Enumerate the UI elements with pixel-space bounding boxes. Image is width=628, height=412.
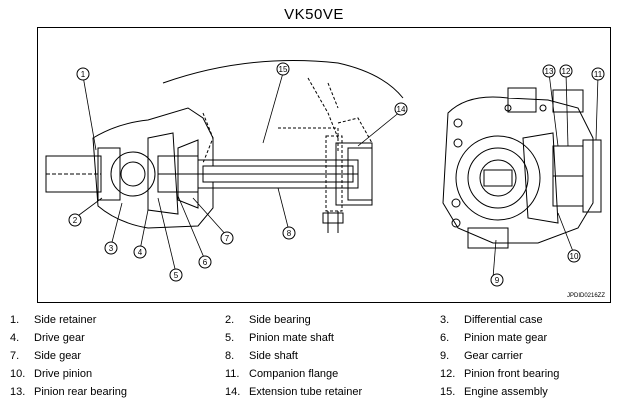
legend-label: Side retainer [34,314,97,326]
differential-case-circle [110,151,156,197]
callout-6: 6 [198,255,212,269]
callout-number: 6 [203,258,208,267]
callout-8: 8 [282,226,296,240]
legend-number: 12. [440,368,456,380]
engine-outline-inner [307,77,339,139]
callout-12: 12 [559,64,573,78]
legend-label: Pinion mate gear [464,332,548,344]
callout-14: 14 [394,102,408,116]
callout-10: 10 [567,249,581,263]
legend-number: 6. [440,332,450,344]
callout-4: 4 [133,245,147,259]
legend-number: 9. [440,350,450,362]
legend-label: Differential case [464,314,543,326]
legend-label: Side bearing [249,314,311,326]
callout-number: 13 [545,67,554,76]
diagram-title: VK50VE [284,6,344,23]
gear-carrier-bore [455,135,541,221]
callout-3: 3 [104,241,118,255]
gear-carrier-outline [442,96,594,244]
legend-label: Engine assembly [464,386,548,398]
callout-1: 1 [76,67,90,81]
callout-number: 3 [109,244,114,253]
callout-number: 9 [495,276,500,285]
figure-code: JPDID0216ZZ [566,293,605,299]
callout-5: 5 [169,268,183,282]
companion-flange-block [582,139,602,213]
side-bearing-block [97,147,121,201]
legend-number: 2. [225,314,235,326]
callout-15: 15 [276,62,290,76]
legend-number: 7. [10,350,20,362]
left-housing [92,107,214,229]
callout-number: 4 [138,248,143,257]
callout-number: 14 [397,105,406,114]
callout-number: 8 [287,229,292,238]
callout-number: 12 [562,67,571,76]
legend-number: 13. [10,386,26,398]
legend-number: 3. [440,314,450,326]
callout-2: 2 [68,213,82,227]
legend-label: Drive gear [34,332,85,344]
legend-label: Gear carrier [464,350,523,362]
drive-gear-outline [147,132,179,215]
legend-label: Side shaft [249,350,298,362]
callout-number: 1 [81,70,86,79]
legend-label: Companion flange [249,368,339,380]
legend-label: Extension tube retainer [249,386,363,398]
callout-11: 11 [591,67,605,81]
legend-number: 4. [10,332,20,344]
legend-label: Pinion front bearing [464,368,560,380]
callout-number: 15 [279,65,288,74]
legend-label: Drive pinion [34,368,93,380]
legend-number: 8. [225,350,235,362]
legend-number: 11. [225,368,240,380]
callout-9: 9 [490,273,504,287]
legend-label: Pinion mate shaft [249,332,334,344]
callout-number: 7 [225,234,230,243]
drive-pinion-gear [522,132,559,224]
legend-number: 5. [225,332,235,344]
callout-number: 2 [73,216,78,225]
legend-number: 1. [10,314,20,326]
callout-number: 11 [594,70,603,79]
legend-number: 15. [440,386,456,398]
legend-label: Pinion rear bearing [34,386,127,398]
engine-outline-top [162,60,404,99]
callout-number: 5 [174,271,179,280]
callout-number: 10 [570,252,579,261]
legend-number: 10. [10,368,26,380]
callout-13: 13 [542,64,556,78]
legend-number: 14. [225,386,241,398]
callout-7: 7 [220,231,234,245]
legend-label: Side gear [34,350,82,362]
